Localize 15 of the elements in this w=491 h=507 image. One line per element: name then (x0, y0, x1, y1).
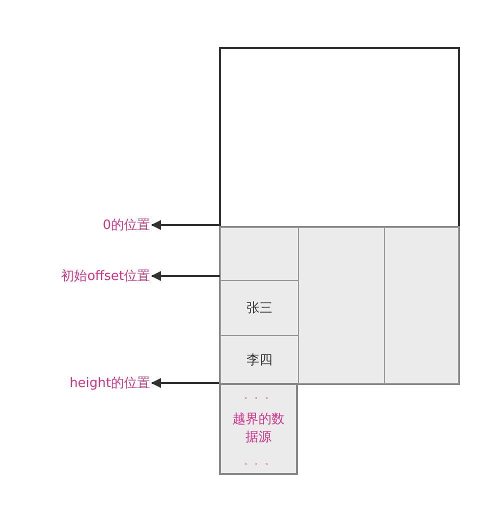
overflow-cell (219, 383, 298, 475)
position-label: 初始offset位置 (20, 267, 150, 285)
table-cell (220, 227, 299, 281)
ellipsis-mark: 。 。 。 (242, 391, 274, 401)
cell-text: 越界的数据源 (232, 411, 286, 447)
table-column (384, 227, 459, 384)
table-column (298, 227, 385, 384)
arrow (151, 271, 220, 281)
position-label: 0的位置 (20, 216, 150, 234)
arrow (151, 378, 219, 388)
ellipsis-mark: 。 。 。 (242, 457, 274, 467)
arrow (151, 220, 219, 230)
position-label: height的位置 (20, 374, 150, 392)
table-grid (219, 226, 460, 385)
frame-box (219, 47, 460, 228)
